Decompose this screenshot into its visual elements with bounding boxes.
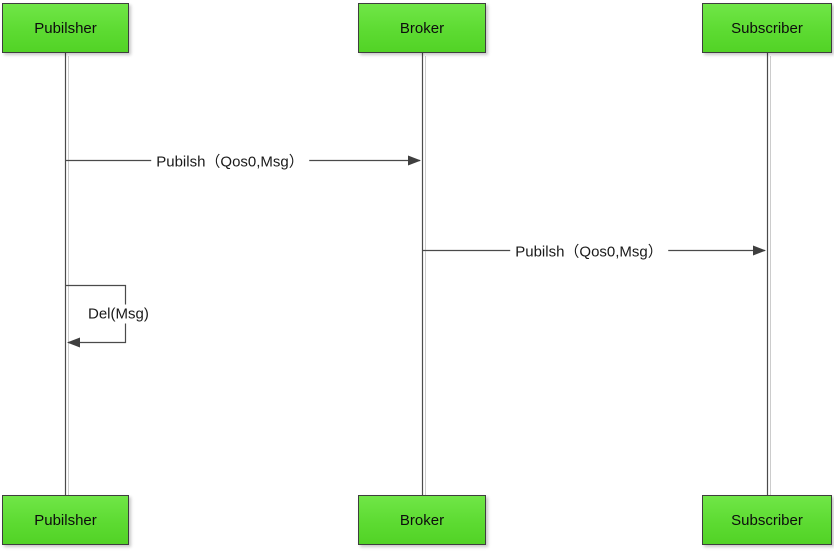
actor-box-subscriber-bottom: Subscriber bbox=[702, 495, 832, 545]
actor-label-subscriber: Subscriber bbox=[731, 511, 803, 529]
actor-label-subscriber: Subscriber bbox=[731, 19, 803, 37]
message-label-publish-qos0-2: Pubilsh（Qos0,Msg） bbox=[510, 239, 668, 263]
actor-label-broker: Broker bbox=[399, 19, 445, 37]
message-label-publish-qos0-1: Pubilsh（Qos0,Msg） bbox=[151, 149, 309, 173]
actor-box-subscriber-top: Subscriber bbox=[702, 3, 832, 53]
actor-label-broker: Broker bbox=[399, 511, 445, 529]
actor-box-publisher-top: Pubilsher bbox=[2, 3, 129, 53]
actor-box-broker-bottom: Broker bbox=[358, 495, 486, 545]
actor-box-broker-top: Broker bbox=[358, 3, 486, 53]
actor-label-publisher: Pubilsher bbox=[34, 19, 97, 37]
actor-label-publisher: Pubilsher bbox=[34, 511, 97, 529]
actor-box-publisher-bottom: Pubilsher bbox=[2, 495, 129, 545]
message-label-del-msg: Del(Msg) bbox=[84, 304, 153, 324]
